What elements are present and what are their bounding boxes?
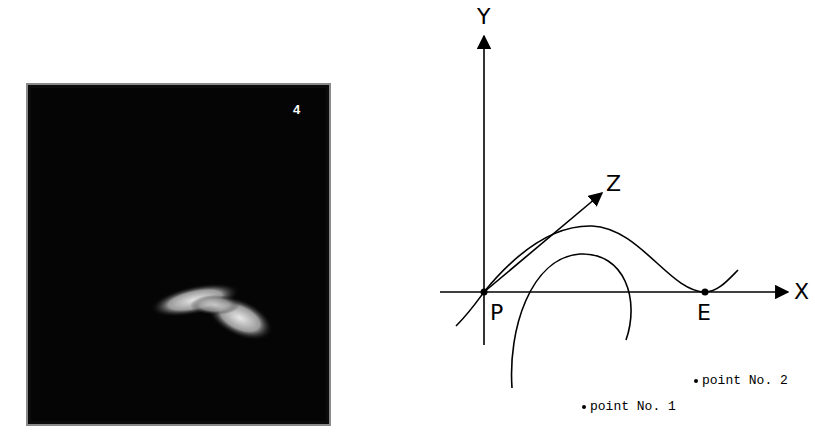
- point-label: E: [697, 302, 711, 324]
- points: [481, 289, 709, 410]
- curves: [456, 226, 738, 388]
- point-note: point No. 2: [702, 374, 788, 387]
- axis-label: Y: [477, 6, 490, 28]
- axis-label: Z: [606, 173, 621, 195]
- axis-label: X: [794, 281, 809, 303]
- point-note: point No. 1: [590, 400, 676, 413]
- point-label: P: [490, 302, 503, 324]
- photograph: [27, 84, 330, 425]
- axes: [440, 36, 788, 345]
- photo-number: 4: [293, 103, 300, 116]
